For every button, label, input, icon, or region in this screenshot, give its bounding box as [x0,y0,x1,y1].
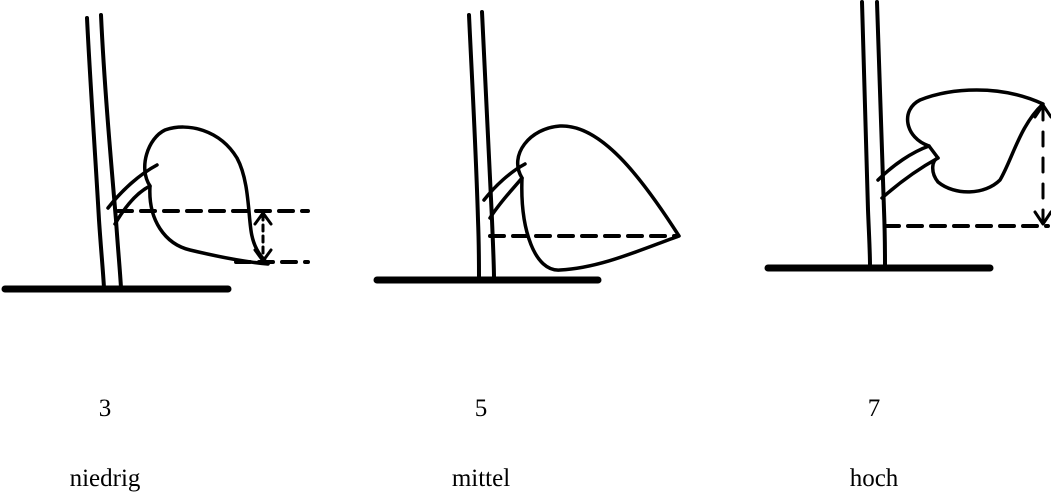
petiole [113,184,152,226]
label-high: hoch [849,465,899,492]
leaf-blade [515,124,681,272]
arrowhead [253,211,273,226]
petiole [106,163,159,210]
petiole [488,176,524,220]
leaf-blade [905,88,1045,194]
figure-medium [373,10,681,284]
stem [860,0,872,268]
score-low: 3 [98,395,112,422]
arrowhead [253,248,273,263]
score-high: 7 [867,395,881,422]
petiole [876,144,931,182]
label-low: niedrig [69,465,141,492]
leaf-blade [143,125,270,266]
score-medium: 5 [474,395,488,422]
figure-low [1,13,310,293]
stem [99,13,123,290]
arrowhead [1033,210,1051,226]
petiole [482,162,527,202]
stem [875,0,887,268]
figure-high [764,0,1051,272]
stem [85,16,106,290]
stem [467,13,481,281]
label-medium: mittel [451,465,511,492]
stem [480,10,496,281]
petiole [880,156,940,200]
arrowhead [1033,103,1051,119]
